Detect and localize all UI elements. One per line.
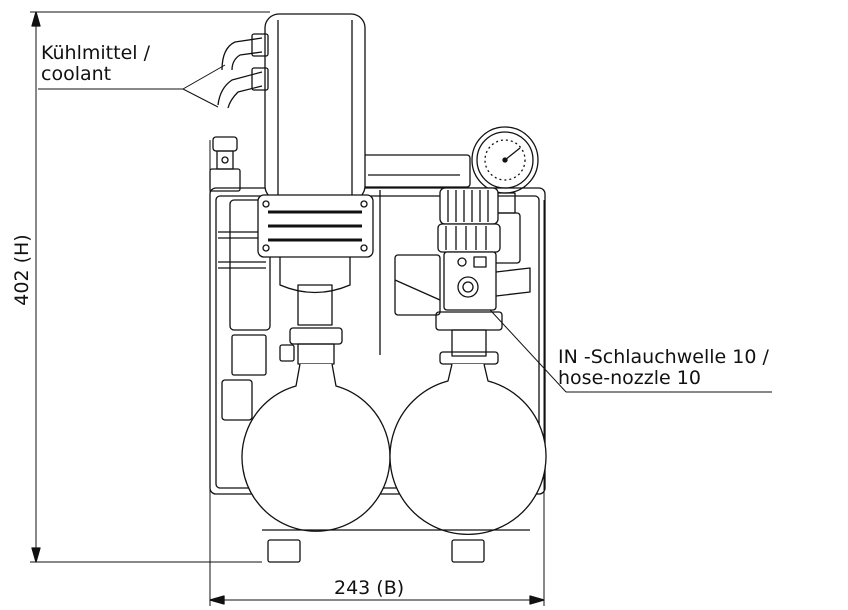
inlet-label-en: hose-nozzle 10 [558, 367, 701, 389]
vent-valve [209, 136, 241, 192]
coolant-hose-connectors [217, 33, 269, 109]
condenser [257, 13, 374, 326]
inlet-label-de: IN -Schlauchwelle 10 / [558, 346, 769, 368]
left-flask [241, 363, 391, 532]
top-frame [359, 154, 471, 188]
base-feet [262, 529, 530, 563]
coolant-label-de: Kühlmittel / [41, 42, 150, 64]
coolant-leader [38, 64, 226, 108]
flask-clamps [279, 327, 499, 365]
inlet-hose-nozzle-label: IN -Schlauchwelle 10 / hose-nozzle 10 [558, 347, 769, 389]
height-dimension-label: 402 (H) [11, 234, 33, 306]
vacuum-controller [435, 187, 531, 357]
coolant-label-en: coolant [41, 63, 112, 85]
right-flask [389, 363, 547, 536]
height-dimension [30, 11, 270, 563]
width-dimension-label: 243 (B) [334, 577, 405, 599]
coolant-label: Kühlmittel / coolant [41, 43, 150, 85]
